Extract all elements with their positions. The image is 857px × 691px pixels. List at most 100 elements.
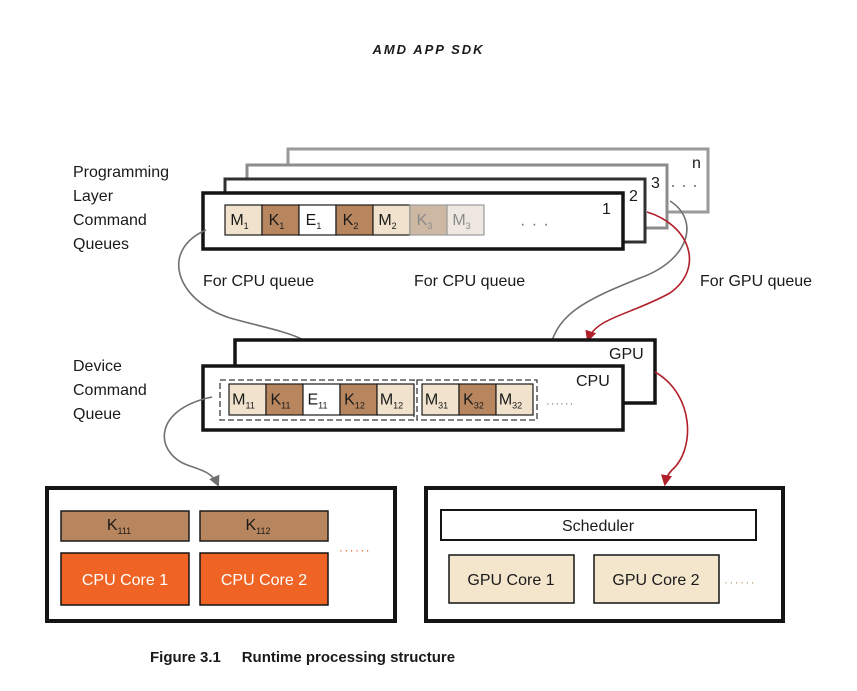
- dev-queue-cell-label: K12: [344, 392, 365, 411]
- dev-queue-cell-label: M11: [232, 392, 255, 411]
- dev-queue-cell-base: K: [463, 392, 474, 409]
- prog-queue-cell-base: M: [230, 212, 243, 229]
- cpu-kernel-label: K112: [245, 517, 270, 536]
- label-for-cpu-queue-1: For CPU queue: [203, 273, 314, 290]
- svg-text:Device: Device: [73, 358, 122, 375]
- dev-queue-cell-base: K: [270, 392, 281, 409]
- dev-queue-cell-subscript: 32: [512, 401, 522, 411]
- prog-queue-cell-base: K: [343, 212, 354, 229]
- prog-queue-cell-subscript: 3: [466, 221, 471, 231]
- scheduler-label: Scheduler: [562, 518, 635, 535]
- dev-queue-cell-label: M32: [499, 392, 522, 411]
- figure-title: Runtime processing structure: [241, 649, 456, 666]
- dev-queue-cell-label: M12: [380, 392, 403, 411]
- dev-queue-cell-base: M: [425, 392, 438, 409]
- dev-queue-cell-subscript: 31: [438, 401, 448, 411]
- prog-queue-cell-base: K: [417, 212, 428, 229]
- dev-queue-cell-subscript: 12: [393, 401, 403, 411]
- dev-queue-cell-base: M: [499, 392, 512, 409]
- gpu-core-2: [593, 554, 720, 604]
- cpu-core-1-label: CPU Core 1: [82, 572, 168, 589]
- prog-queue-cell-subscript: 1: [279, 221, 284, 231]
- dev-queue-cell-k11: [265, 383, 304, 416]
- prog-queue-cell-subscript: 2: [392, 221, 397, 231]
- gpu-device-box: Scheduler GPU Core 1 GPU Core 2 · · · · …: [424, 486, 785, 623]
- dev-queue-cell-subscript: 11: [281, 401, 290, 411]
- queue-n-number: n: [692, 155, 701, 172]
- arrow-device-to-cpu: [163, 396, 220, 488]
- prog-queue-cell-label: M1: [230, 212, 248, 231]
- queue-stack-ellipsis: · · ·: [670, 175, 698, 195]
- dev-queue-cell-subscript: 12: [355, 401, 365, 411]
- arrow-queue2-to-gpu: [585, 211, 691, 343]
- svg-text:Command: Command: [73, 382, 147, 399]
- prog-queue-cell-label: M3: [452, 212, 470, 231]
- dev-queue-cell-k12: [339, 383, 378, 416]
- prog-queue-cell-label: K2: [343, 212, 359, 231]
- dev-queue-cell-subscript: 32: [474, 401, 484, 411]
- prog-queue-cell-m1: [224, 204, 263, 236]
- cpu-queue-label: CPU: [576, 373, 610, 390]
- label-for-cpu-queue-2: For CPU queue: [414, 273, 525, 290]
- device-queue-ellipsis: · · · · · ·: [546, 398, 573, 410]
- dev-queue-cell-m11: [228, 383, 267, 416]
- arrow-queue3-to-device: [544, 200, 688, 360]
- dev-queue-cell-subscript: 11: [245, 401, 254, 411]
- dev-queue-cell-label: K11: [270, 392, 290, 411]
- gpu-cores-ellipsis: · · · · · ·: [724, 575, 754, 589]
- gpu-core-1: [448, 554, 575, 604]
- figure-caption: Figure 3.1 Runtime processing structure: [150, 649, 455, 666]
- dev-queue-cell-base: K: [344, 392, 355, 409]
- dev-queue-cell-m12: [376, 383, 415, 416]
- gpu-queue-label: GPU: [609, 346, 644, 363]
- prog-queue-cell-m3: [446, 204, 485, 236]
- dev-queue-cell-e11: [302, 383, 341, 416]
- svg-text:Command: Command: [73, 212, 147, 229]
- dev-queue-cell-label: E11: [307, 392, 327, 411]
- figure-number: Figure 3.1: [150, 649, 221, 666]
- dev-queue-cell-label: M31: [425, 392, 448, 411]
- cpu-kernel-cells: K111 K112: [60, 510, 329, 542]
- dev-queue-cell-base: M: [380, 392, 393, 409]
- prog-queue-cell-k3: [409, 204, 448, 236]
- label-for-gpu-queue: For GPU queue: [700, 273, 812, 290]
- dashed-group-2: [416, 379, 538, 421]
- dev-queue-cell-k32: [458, 383, 497, 416]
- cpu-cores-ellipsis: · · · · · ·: [339, 543, 369, 557]
- svg-text:Layer: Layer: [73, 188, 114, 205]
- dev-queue-cell-label: K32: [463, 392, 484, 411]
- prog-queue-cell-label: E1: [306, 212, 322, 231]
- prog-queue-cell-base: M: [452, 212, 465, 229]
- prog-queue-cell-base: E: [306, 212, 317, 229]
- svg-text:Programming: Programming: [73, 164, 169, 181]
- svg-text:Queue: Queue: [73, 406, 121, 423]
- cpu-kernel-111: [60, 510, 190, 542]
- cpu-core-2: [199, 552, 329, 606]
- dev-queue-cell-base: E: [307, 392, 318, 409]
- prog-queue-cell-label: K3: [417, 212, 433, 231]
- dev-queue-cell-m32: [495, 383, 534, 416]
- dev-queue-cell-subscript: 11: [318, 401, 327, 411]
- prog-queue-cell-base: K: [269, 212, 280, 229]
- queue-3-number: 3: [651, 175, 660, 192]
- svg-text:Queues: Queues: [73, 236, 129, 253]
- prog-queue-cell-subscript: 1: [244, 221, 249, 231]
- queue-1-ellipsis: · · ·: [520, 216, 550, 233]
- arrow-device-to-gpu: [654, 371, 689, 487]
- prog-queue-cell-e1: [298, 204, 337, 236]
- cpu-device-box: K111 K112 CPU Core 1 CPU Core 2 · · · · ·…: [45, 486, 397, 623]
- prog-queue-cell-label: K1: [269, 212, 285, 231]
- prog-queue-cell-subscript: 3: [427, 221, 432, 231]
- dev-queue-cell-m31: [421, 383, 460, 416]
- device-queue-label: Device Command Queue: [73, 358, 147, 423]
- cpu-core-2-label: CPU Core 2: [221, 572, 307, 589]
- cpu-kernel-label: K111: [107, 517, 131, 536]
- page-header: AMD APP SDK: [372, 42, 485, 57]
- cpu-core-1: [60, 552, 190, 606]
- prog-queue-cell-base: M: [378, 212, 391, 229]
- programming-layer-label: Programming Layer Command Queues: [73, 164, 169, 253]
- prog-queue-cell-subscript: 1: [316, 221, 321, 231]
